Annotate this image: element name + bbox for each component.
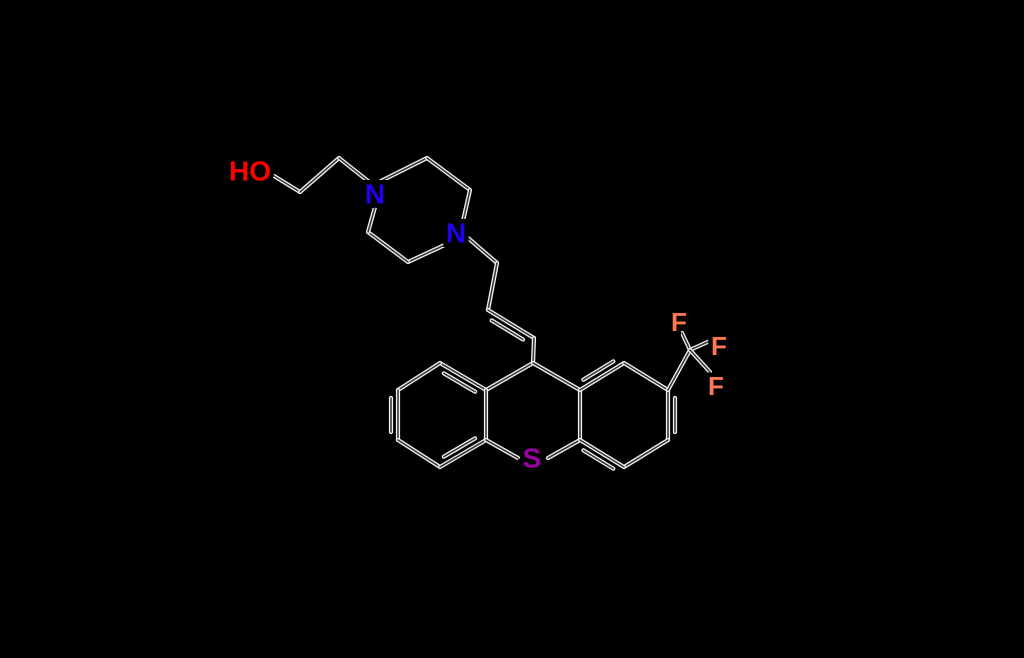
bond-core [397,439,441,468]
bond-b-Cb-Cc [485,307,537,341]
bond-core [681,332,691,351]
bond-core [623,439,669,468]
bond-b-Cp2-Cp3 [424,155,473,193]
bond-b-Cp3-N2 [460,187,473,224]
bond-core [439,362,487,391]
bond-b-C3r-C4r [395,437,443,470]
bond-b-S-C5a [545,437,583,461]
bond-core [407,242,450,263]
bond-b-C4a-S [483,437,521,461]
bond-b-Ca-Cb [485,260,500,313]
bond-b-C8a-C8r [577,360,627,393]
bond-core [367,206,376,233]
bond-b-N2-Cp5 [405,240,452,265]
atom-halo-N1: N [365,179,385,210]
bond-core [439,439,487,468]
bond-b-CF-F3 [687,347,713,375]
bond-b-C4r-C4a [437,437,489,470]
bond-core [532,337,535,364]
bond-core [367,231,409,263]
bond-core [579,362,625,391]
bond-b-Cc-C9 [530,335,537,366]
bond-core [689,339,713,351]
bond-b-Cp5-Cp6 [365,229,411,265]
atom-halo-S1: S [523,443,542,474]
bond-core [443,437,476,458]
bond-b-C9-C9a [483,360,536,393]
atom-halo-O1: HO [229,156,271,187]
bond-b-N2-Ca [465,235,500,266]
bond-core [689,349,711,373]
bond-core [532,362,581,391]
bond-b-C8a-C8r-inner [581,359,616,382]
atom-halo-N2: N [446,218,466,249]
bond-core [338,157,369,182]
bond-core [485,439,519,459]
bond-b-C8r-C7r [621,360,671,393]
bond-core [667,349,691,391]
bond-b-C4r-C4a-inner [441,436,478,459]
bond-b-CF-F2 [687,337,715,353]
bond-core [582,449,615,470]
bond-b-Cp6-N1 [365,204,378,235]
bond-b-Cb-Cc-inner [489,318,526,342]
bond-b-C5r-C5a-inner [581,448,616,471]
bond-core [582,360,615,381]
bond-core [443,372,476,393]
bond-b-C5r-C5a [577,437,627,470]
atom-label-F1: F [671,307,687,337]
bond-b-C7r-CF [665,347,693,393]
atom-label-F3: F [708,371,724,401]
bond-core [462,189,471,222]
bond-b-CF-F1 [679,330,693,353]
bond-core [426,157,471,191]
atom-label-F2: F [711,331,727,361]
bond-core [487,309,535,339]
bond-b-C6r-C5r [621,437,671,470]
bond-core [547,439,581,459]
atom-label-O1: HO [229,156,271,187]
bond-b-O1-C1 [271,173,303,195]
bond-core [485,362,534,391]
bond-b-C1r-C2r [395,360,443,393]
bond-core [397,362,441,391]
bond-b-C9-C8a [530,360,583,393]
bond-b-N1-Cp2 [378,155,430,184]
atom-halo-F2: F [711,331,727,361]
atom-label-S1: S [523,443,542,474]
bond-core [623,362,669,391]
bond-core [299,157,340,193]
bond-core [487,262,498,311]
bond-core [579,439,625,468]
bond-core [467,237,498,264]
bond-core [490,319,524,341]
bond-core [273,175,301,193]
bond-core [380,157,428,182]
atom-label-N2: N [446,218,466,249]
bond-b-C9a-C1r-inner [441,371,478,394]
atom-label-N1: N [365,179,385,210]
bond-b-C1-C2 [297,155,342,195]
bond-b-C2-N1 [336,155,371,184]
bond-b-C9a-C1r [437,360,489,393]
